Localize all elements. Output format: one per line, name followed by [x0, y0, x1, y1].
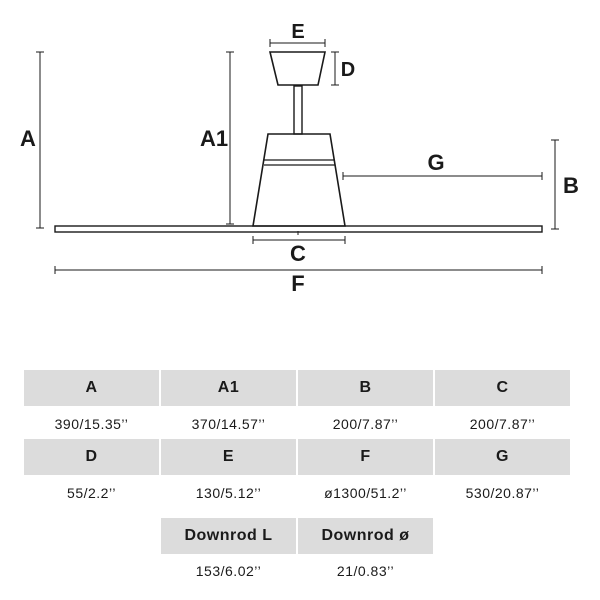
- table-header: D: [24, 439, 159, 475]
- table-header: B: [298, 370, 433, 406]
- table-header: G: [435, 439, 570, 475]
- table-value: 530/20.87’’: [465, 485, 540, 501]
- table-header: Downrod L: [161, 518, 296, 554]
- table-header: C: [435, 370, 570, 406]
- dim-label-d: D: [341, 59, 355, 81]
- table-header: Downrod ø: [298, 518, 433, 554]
- table-header: F: [298, 439, 433, 475]
- table-header: A: [24, 370, 159, 406]
- table-value: 55/2.2’’: [67, 485, 116, 501]
- table-value: 21/0.83’’: [336, 563, 395, 579]
- dim-label-g: G: [427, 150, 444, 175]
- table-header: A1: [161, 370, 296, 406]
- table-value: 130/5.12’’: [195, 485, 262, 501]
- table-value: 200/7.87’’: [469, 416, 536, 432]
- table-value: 153/6.02’’: [195, 563, 262, 579]
- table-value: 370/14.57’’: [191, 416, 266, 432]
- dim-label-b: B: [563, 173, 579, 198]
- dim-label-f: F: [291, 271, 304, 296]
- dim-label-a: A: [20, 126, 36, 151]
- dim-label-e: E: [291, 21, 304, 43]
- canopy-shape: [268, 51, 326, 86]
- fan-dimension-diagram: E D A A1 B G C F: [20, 21, 579, 296]
- table-value: 200/7.87’’: [332, 416, 399, 432]
- dim-label-c: C: [290, 241, 306, 266]
- table-header: E: [161, 439, 296, 475]
- table-value: 390/15.35’’: [54, 416, 129, 432]
- dim-label-a1: A1: [200, 126, 228, 151]
- table-value: ø1300/51.2’’: [324, 485, 407, 501]
